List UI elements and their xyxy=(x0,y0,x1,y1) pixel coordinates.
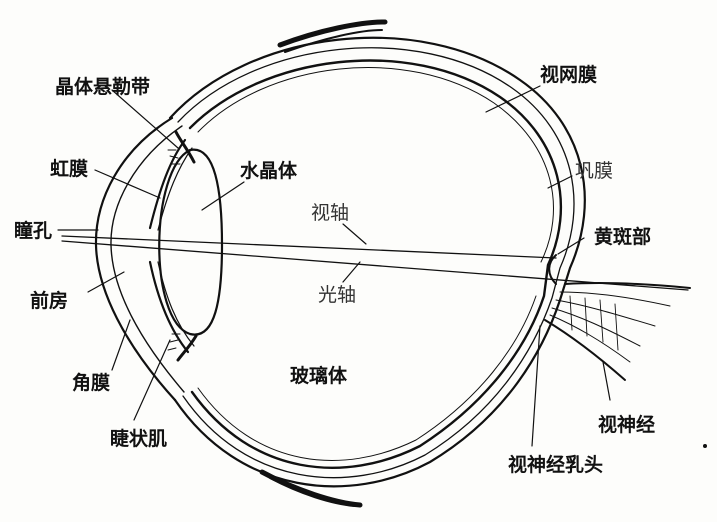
label-vitreous-body: 玻璃体 xyxy=(290,365,348,387)
label-retina: 视网膜 xyxy=(540,64,598,86)
iris-upper xyxy=(148,138,187,230)
label-iris: 虹膜 xyxy=(50,158,89,180)
lower-muscle xyxy=(259,469,363,508)
iris-lower xyxy=(148,260,190,354)
cornea-outer xyxy=(94,116,177,402)
label-visual-axis: 视轴 xyxy=(311,202,350,224)
label-sclera: 巩膜 xyxy=(575,160,614,182)
label-optic-nerve: 视神经 xyxy=(598,414,656,436)
retina-line xyxy=(188,59,563,469)
label-pupil: 瞳孔 xyxy=(14,220,53,242)
upper-muscle xyxy=(277,19,388,48)
optic-nerve-upper xyxy=(564,282,691,289)
label-anterior-chamber: 前房 xyxy=(30,290,69,312)
label-cornea: 角膜 xyxy=(72,372,111,394)
visual-axis-line xyxy=(61,235,557,259)
label-optic-disc: 视神经乳头 xyxy=(508,454,604,476)
lens-shape xyxy=(158,148,224,336)
label-macula: 黄斑部 xyxy=(594,226,652,248)
sclera-outer xyxy=(168,36,586,488)
sclera-inner xyxy=(177,47,575,479)
label-zonular-fibers: 晶体悬勒带 xyxy=(55,76,151,98)
optic-nerve-lower xyxy=(544,319,626,381)
label-lens: 水晶体 xyxy=(240,160,298,182)
optical-axis-line xyxy=(61,240,689,291)
label-ciliary-muscle: 睫状肌 xyxy=(110,428,168,450)
label-optical-axis: 光轴 xyxy=(318,284,357,306)
